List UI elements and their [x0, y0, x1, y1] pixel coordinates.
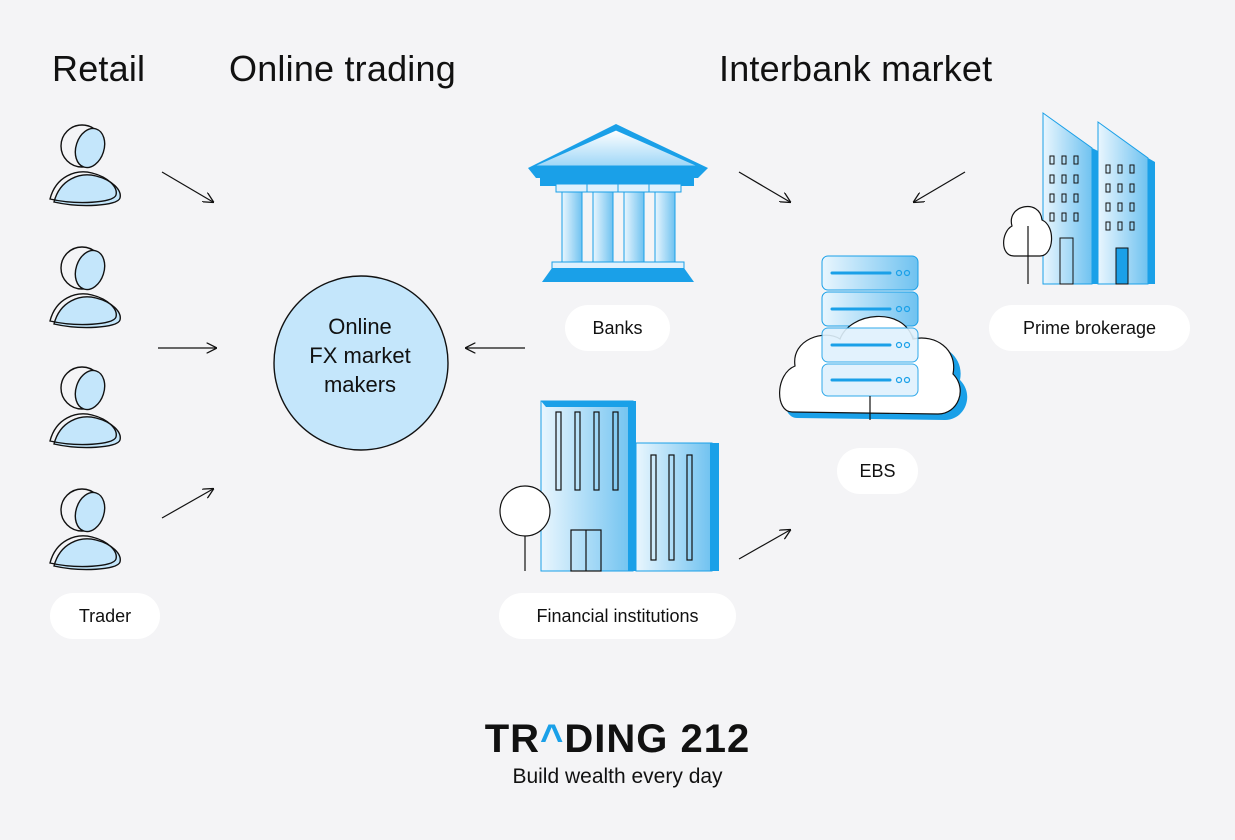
brand-logo: TR^DING 212 [0, 716, 1235, 762]
online-trading-heading: Online trading [229, 48, 456, 89]
bank-icon [528, 124, 708, 282]
trader-icon [49, 365, 121, 449]
ebs-label: EBS [837, 448, 918, 494]
market-makers-line: Online [328, 314, 392, 339]
brand-logo-text: DING 212 [564, 717, 751, 761]
arrow-trader-to-makers [161, 171, 213, 202]
banks-label: Banks [565, 305, 670, 351]
retail-heading: Retail [52, 48, 146, 89]
prime-brokerage-label: Prime brokerage [989, 305, 1190, 351]
market-makers-line: makers [323, 372, 397, 397]
arrow-fi-to-ebs [738, 530, 790, 560]
arrow-banks-to-ebs [738, 171, 790, 202]
trader-label: Trader [50, 593, 160, 639]
arrow-trader-to-makers [161, 489, 213, 519]
brand-logo-caret: ^ [540, 717, 565, 761]
financial-institution-icon [499, 400, 719, 572]
trader-icon [49, 487, 121, 571]
brand-logo-text: TR [484, 717, 541, 761]
trader-icon [49, 245, 121, 329]
market-makers-circle [273, 275, 449, 451]
market-makers-line: FX market [309, 343, 411, 368]
market-makers-label: Online FX market makers [272, 312, 448, 399]
brand-tagline: Build wealth every day [512, 765, 723, 788]
financial-institutions-label: Financial institutions [499, 593, 736, 639]
arrow-prime-to-ebs [914, 171, 966, 202]
trader-icon [49, 123, 121, 207]
ebs-server-cloud-icon [779, 255, 968, 420]
interbank-market-heading: Interbank market [719, 48, 993, 89]
prime-brokerage-icon [1003, 112, 1155, 285]
